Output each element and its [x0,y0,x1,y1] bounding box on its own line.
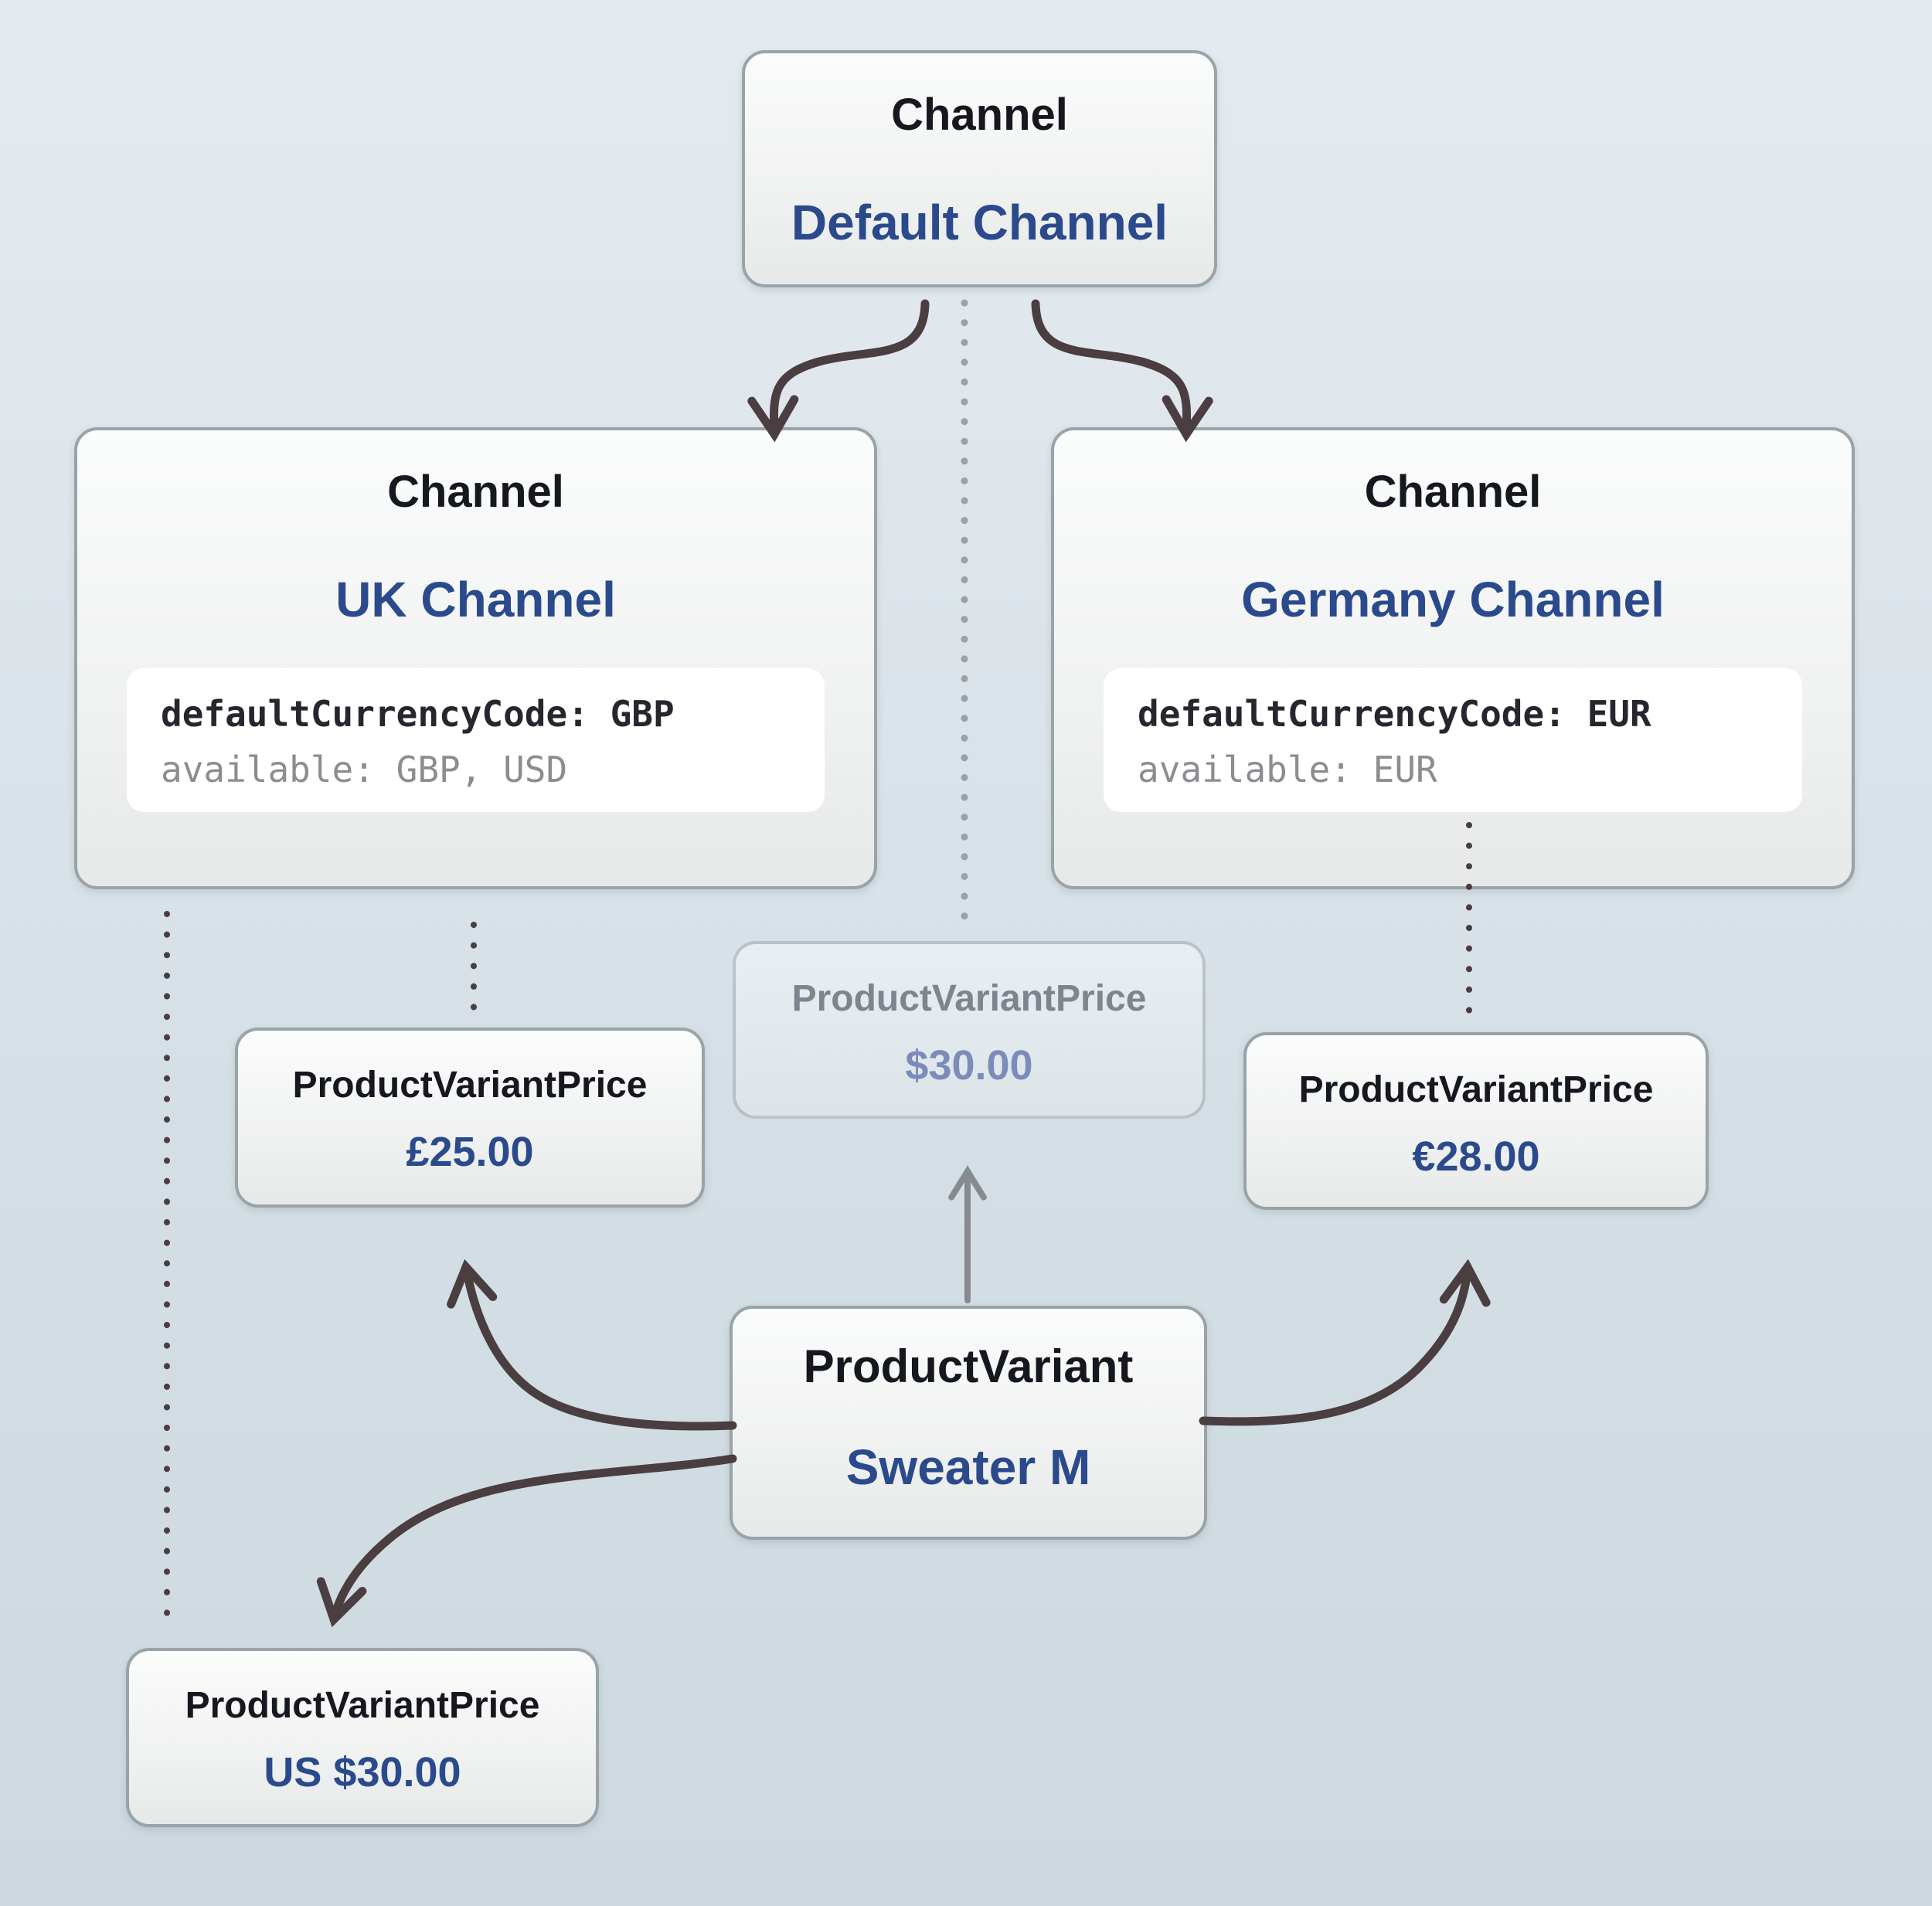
available-currencies-line: available: EUR [1138,749,1437,790]
arrow-product-variant-to-germany-price [1199,1259,1491,1426]
node-default-price: ProductVariantPrice $30.00 [733,941,1206,1119]
node-type-label: ProductVariantPrice [791,978,1147,1019]
node-uk-price: ProductVariantPrice £25.00 [235,1028,705,1208]
price-value: €28.00 [1412,1133,1540,1180]
price-value: £25.00 [406,1129,534,1175]
node-us-price: ProductVariantPrice US $30.00 [126,1648,599,1827]
node-default-channel: Channel Default Channel [742,50,1217,287]
node-name: Default Channel [791,195,1168,250]
arrow-default-channel-to-uk-channel [747,299,930,443]
price-value: US $30.00 [264,1749,461,1796]
price-value: $30.00 [905,1042,1033,1089]
node-type-label: ProductVariantPrice [1298,1069,1654,1110]
arrow-product-variant-to-uk-price [447,1259,737,1431]
node-type-label: Channel [891,90,1068,140]
node-type-label: ProductVariant [803,1340,1134,1392]
node-name: UK Channel [335,572,616,627]
node-type-label: ProductVariantPrice [185,1685,540,1726]
node-germany-price: ProductVariantPrice €28.00 [1243,1032,1709,1210]
node-name: Germany Channel [1241,572,1665,627]
available-currencies-line: available: GBP, USD [161,749,568,790]
node-type-label: ProductVariantPrice [292,1065,648,1106]
node-germany-channel: Channel Germany Channel defaultCurrencyC… [1051,427,1855,889]
node-uk-channel: Channel UK Channel defaultCurrencyCode: … [74,427,877,889]
currency-code-panel: defaultCurrencyCode: GBP available: GBP,… [127,668,825,812]
arrow-default-channel-to-germany-channel [1031,299,1213,443]
node-product-variant: ProductVariant Sweater M [730,1306,1207,1540]
default-currency-line: defaultCurrencyCode: GBP [161,693,675,735]
currency-code-panel: defaultCurrencyCode: EUR available: EUR [1104,668,1802,812]
arrow-product-variant-to-us-price [316,1454,737,1628]
node-name: Sweater M [845,1439,1091,1495]
default-currency-line: defaultCurrencyCode: EUR [1138,693,1651,735]
node-type-label: Channel [1364,467,1542,517]
node-type-label: Channel [387,467,564,517]
